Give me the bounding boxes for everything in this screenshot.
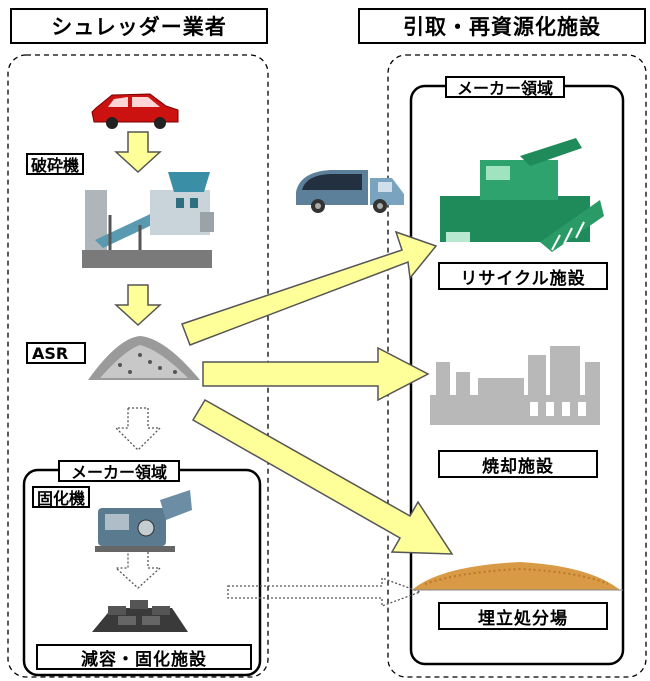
recycle-facility-label: リサイクル施設 [438, 262, 608, 290]
dotted-down-arrow-2 [114, 547, 162, 589]
incinerator-icon [430, 346, 600, 425]
shredder-region [7, 54, 269, 678]
recycle-plant-icon [440, 138, 604, 252]
header-recycler: 引取・再資源化施設 [358, 8, 646, 44]
maker-region-right-label: メーカー領域 [445, 76, 565, 98]
dotted-down-arrow-1 [114, 407, 162, 451]
asr-label: ASR [26, 342, 86, 364]
down-arrow-2 [114, 284, 162, 327]
crusher-icon [82, 172, 214, 268]
car-icon [91, 93, 179, 129]
truck-icon [296, 170, 404, 213]
down-arrow-1 [114, 131, 162, 174]
arrow-to-recycle [181, 230, 438, 346]
reduction-facility-label: 減容・固化施設 [36, 644, 252, 670]
landfill-label: 埋立処分場 [438, 602, 608, 630]
asr-pile-icon [88, 336, 200, 380]
dotted-arrow-to-landfill [227, 577, 422, 607]
incineration-facility-label: 焼却施設 [438, 450, 598, 478]
arrow-to-incineration [202, 346, 430, 402]
solidified-blocks-icon [92, 600, 188, 632]
landfill-soil-icon [412, 562, 623, 591]
header-shredder: シュレッダー業者 [10, 8, 268, 44]
crusher-label: 破砕機 [26, 153, 84, 175]
arrow-to-landfill [191, 398, 454, 555]
solidifier-icon [95, 490, 192, 552]
maker-region-left-label: メーカー領域 [58, 460, 180, 482]
solidifier-label: 固化機 [32, 486, 90, 508]
